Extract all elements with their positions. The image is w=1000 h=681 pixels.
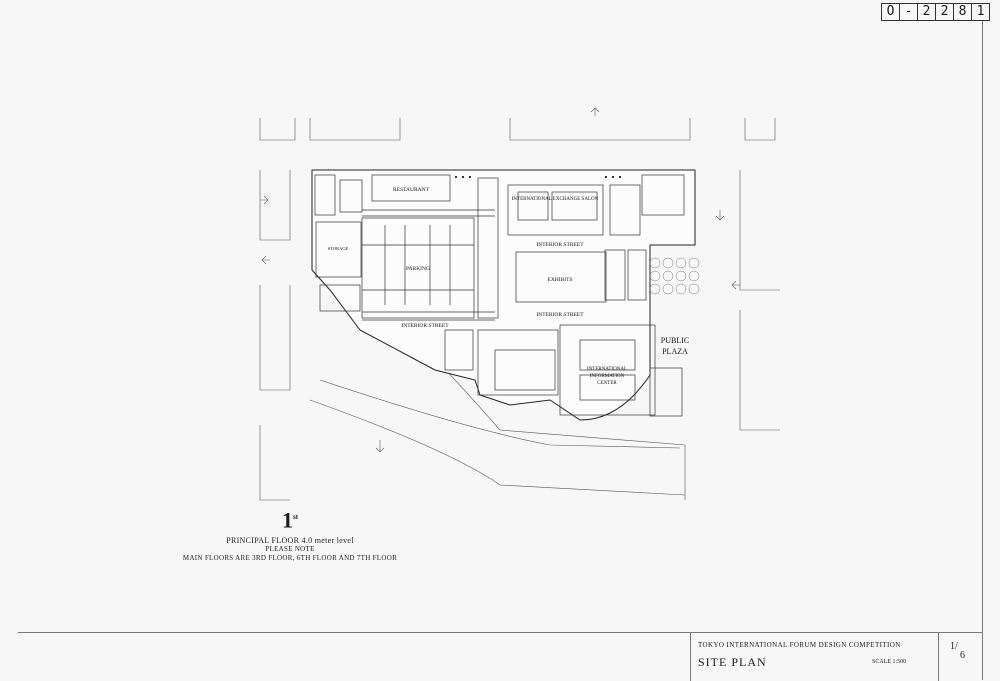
floor-number: 1st — [160, 505, 420, 532]
id-char: 8 — [953, 4, 971, 20]
label-restaurant: RESTAURANT — [393, 187, 430, 193]
id-char: 2 — [917, 4, 935, 20]
note-title: PLEASE NOTE — [265, 545, 315, 554]
title-block-divider-1 — [690, 632, 691, 681]
label-info-center-1: INTERNATIONAL — [587, 367, 627, 372]
frame-line-right — [982, 20, 983, 680]
id-char: 2 — [935, 4, 953, 20]
title-block-divider-2 — [938, 632, 939, 681]
label-parking: PARKING — [406, 266, 430, 272]
label-info-center-3: CENTER — [597, 381, 617, 386]
scale-label: SCALE 1:500 — [872, 659, 907, 665]
page-numerator: 1 — [950, 641, 955, 652]
note-text: MAIN FLOORS ARE 3RD FLOOR, 6TH FLOOR AND… — [182, 554, 398, 563]
drawing-title: SITE PLAN — [698, 655, 767, 669]
label-exchange-salon: INTERNATIONAL EXCHANGE SALON — [512, 197, 599, 202]
id-char: - — [899, 4, 917, 20]
drawing-id-box: O - 2 2 8 1 — [881, 3, 990, 21]
floor-number-value: 1 — [281, 507, 293, 533]
label-public: PUBLIC — [661, 336, 689, 345]
competition-title: TOKYO INTERNATIONAL FORUM DESIGN COMPETI… — [698, 641, 901, 649]
label-interior-street-upper: INTERIOR STREET — [536, 242, 584, 248]
label-plaza: PLAZA — [662, 347, 688, 356]
id-char: O — [886, 4, 895, 19]
label-exhibits: EXHIBITS — [547, 277, 572, 283]
principal-floor-label: PRINCIPAL FLOOR 4.0 meter level — [226, 536, 354, 546]
label-interior-street-mid: INTERIOR STREET — [536, 312, 584, 318]
page-number: 1/ 6 — [950, 641, 965, 661]
page-denominator: 6 — [960, 650, 965, 661]
label-info-center-2: INFORMATION — [590, 374, 625, 379]
frame-line-bottom — [18, 632, 982, 633]
label-storage: STORAGE — [328, 246, 349, 251]
floor-legend: 1st PRINCIPAL FLOOR 4.0 meter level PLEA… — [160, 505, 420, 563]
floor-number-suffix: st — [292, 513, 299, 521]
title-block: TOKYO INTERNATIONAL FORUM DESIGN COMPETI… — [0, 633, 1000, 681]
label-interior-street-lower: INTERIOR STREET — [401, 323, 449, 329]
site-plan-drawing: RESTAURANT INTERNATIONAL EXCHANGE SALON … — [259, 107, 780, 501]
id-char: 1 — [971, 4, 989, 20]
